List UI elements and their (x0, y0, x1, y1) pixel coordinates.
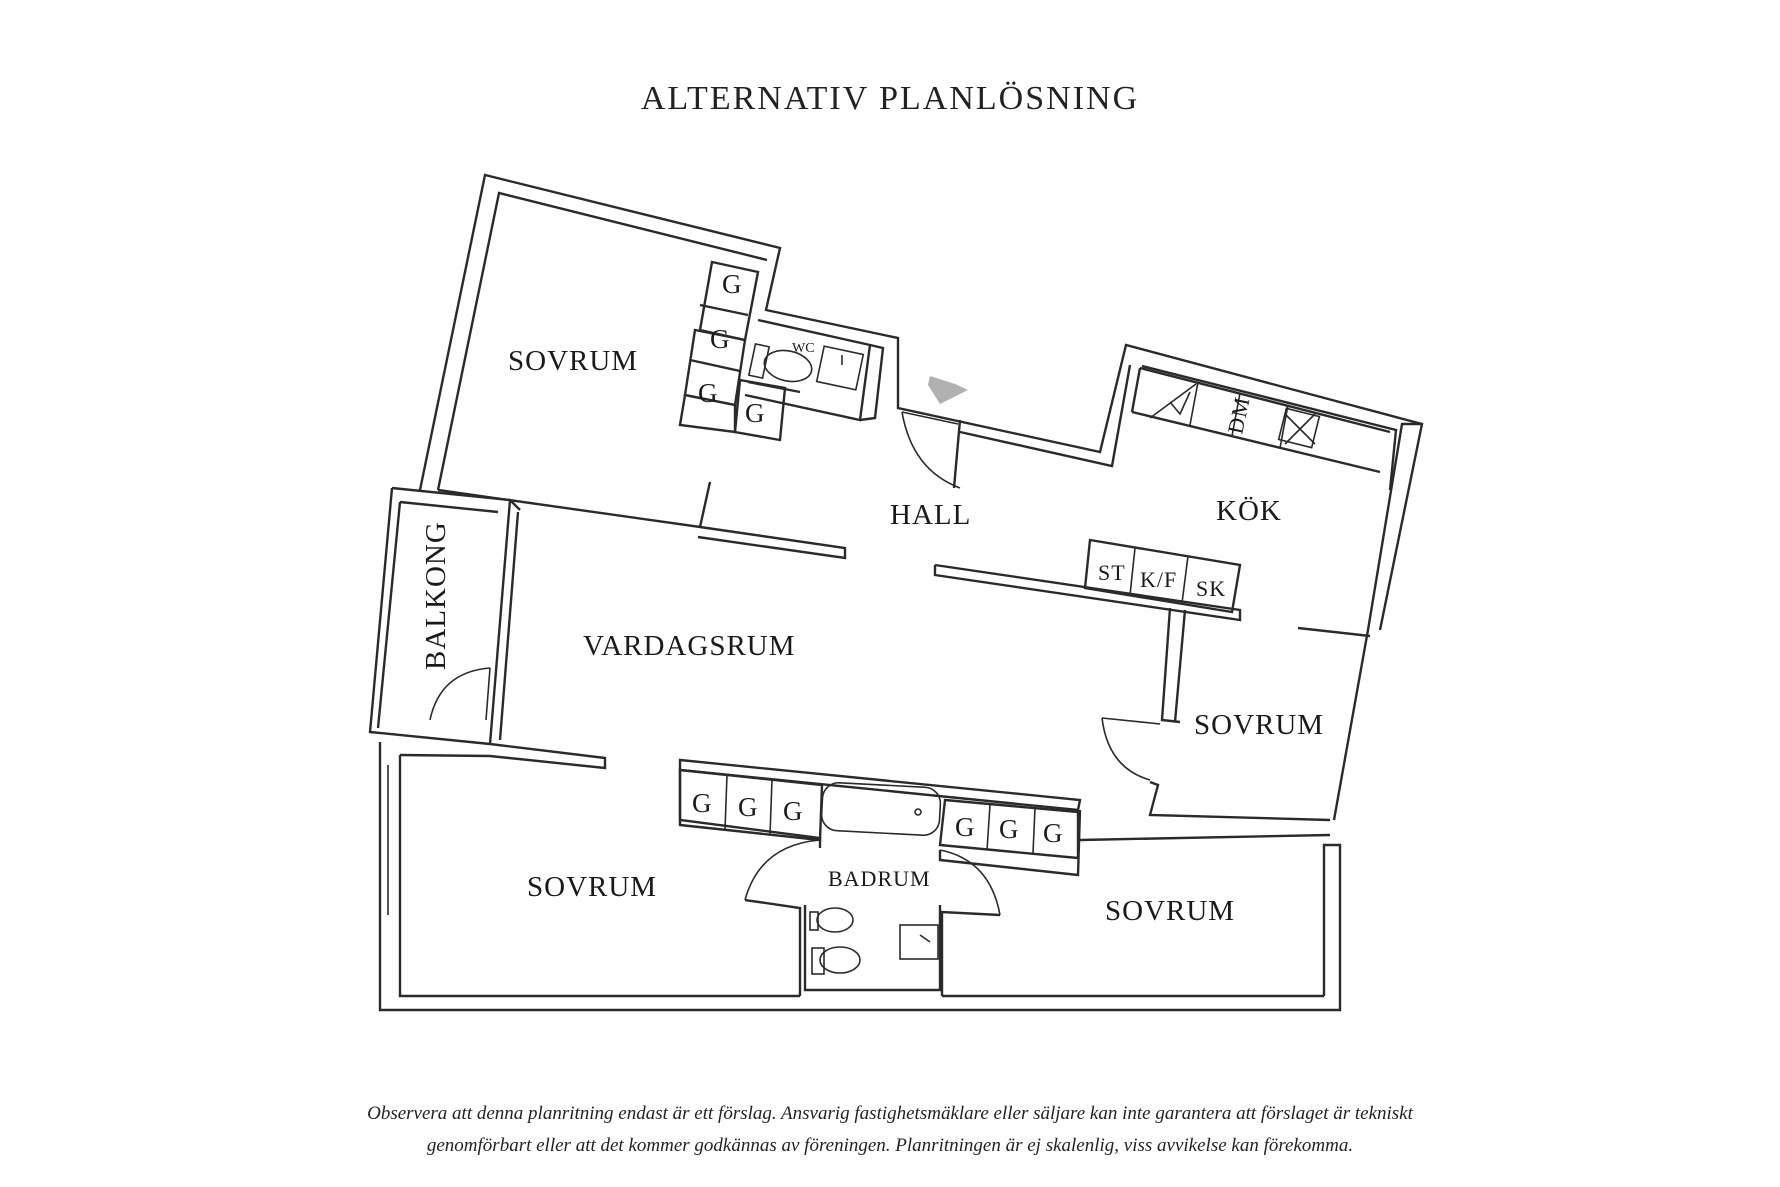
kf-label: K/F (1140, 567, 1177, 592)
bidet-icon (809, 907, 854, 933)
room-label-sovrum: SOVRUM (1194, 709, 1324, 741)
disclaimer-line: genomförbart eller att det kommer godkän… (426, 1135, 1354, 1156)
sk-label: SK (1196, 576, 1226, 601)
disclaimer-line: Observera att denna planritning endast ä… (367, 1103, 1413, 1124)
closet-label: G (783, 796, 803, 826)
closet-label: G (955, 812, 975, 842)
room-label-balkong: BALKONG (420, 521, 452, 670)
page-title: ALTERNATIV PLANLÖSNING (640, 80, 1140, 117)
kitchen-sink-icon (1277, 407, 1321, 449)
closet-label: G (738, 792, 758, 822)
sink-icon (815, 345, 865, 391)
closet-label: G (745, 398, 765, 428)
closet-label: G (722, 269, 742, 299)
room-label-sovrum: SOVRUM (527, 871, 657, 903)
closet-label: G (999, 814, 1019, 844)
room-label-sovrum: SOVRUM (1105, 895, 1235, 927)
disclaimer: Observera att denna planritning endast ä… (0, 1098, 1780, 1162)
wc-label: WC (792, 341, 815, 356)
toilet-icon (747, 342, 813, 383)
bathroom-fixtures (803, 781, 942, 992)
room-label-hall: HALL (890, 499, 971, 531)
stove-icon (1149, 383, 1197, 419)
bathtub-icon (820, 781, 942, 837)
closet-label: G (710, 324, 730, 354)
doors (429, 411, 1161, 996)
dishwasher-label: DM (1222, 394, 1254, 436)
closet-labels: G G G G G G G G G G (692, 269, 1063, 848)
sink-icon (899, 924, 939, 960)
appliance-units: ST K/F SK (1083, 538, 1242, 614)
kitchen-fixtures: DM (1130, 366, 1391, 474)
entrance-arrow-icon (928, 376, 968, 404)
room-labels: SOVRUM HALL KÖK BALKONG VARDAGSRUM SOVRU… (420, 345, 1324, 927)
room-label-sovrum: SOVRUM (508, 345, 638, 377)
closets (678, 260, 1080, 860)
wc-room: WC (744, 318, 885, 422)
toilet-icon (811, 946, 861, 975)
room-label-kok: KÖK (1216, 495, 1282, 527)
closet-label: G (698, 378, 718, 408)
room-label-badrum: BADRUM (828, 866, 931, 891)
st-label: ST (1098, 560, 1126, 585)
closet-label: G (692, 788, 712, 818)
interior-walls (399, 481, 1371, 877)
closet-label: G (1043, 818, 1063, 848)
room-label-vardagsrum: VARDAGSRUM (583, 630, 796, 662)
